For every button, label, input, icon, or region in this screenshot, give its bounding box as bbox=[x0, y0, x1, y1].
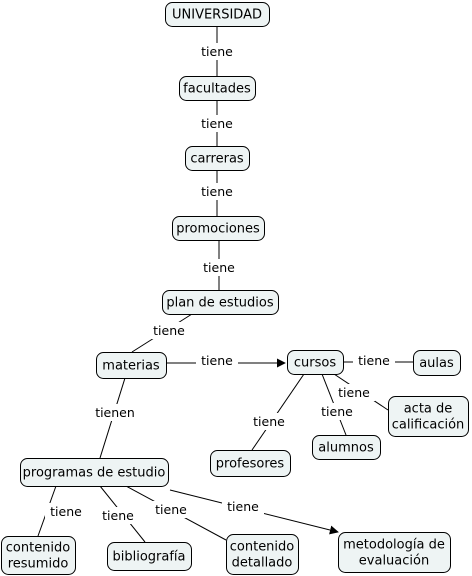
concept-label: facultades bbox=[183, 82, 251, 97]
concept-node-alumnos: alumnos bbox=[312, 435, 381, 460]
concept-label: materias bbox=[102, 359, 160, 374]
link-label: tiene bbox=[353, 352, 395, 369]
link-label-text: tiene bbox=[201, 44, 233, 59]
concept-label: alumnos bbox=[318, 441, 374, 456]
concept-label: programas de estudio bbox=[23, 466, 166, 481]
concept-node-plan-de-estudios: plan de estudios bbox=[162, 290, 279, 315]
concept-label: metodología de bbox=[343, 538, 445, 553]
concept-node-bibliografia: bibliografía bbox=[107, 542, 192, 571]
concept-label: aulas bbox=[419, 356, 454, 371]
link-label: tiene bbox=[97, 507, 139, 524]
link-label: tiene bbox=[198, 259, 240, 276]
link-label-text: tiene bbox=[253, 414, 285, 429]
concept-node-promociones: promociones bbox=[172, 216, 265, 241]
link-label-text: tiene bbox=[153, 323, 185, 338]
concept-node-materias: materias bbox=[96, 352, 167, 379]
link-cursos-to-profesores bbox=[251, 373, 305, 451]
link-label: tiene bbox=[150, 501, 192, 518]
concept-label: evaluación bbox=[359, 554, 429, 569]
link-label-text: tiene bbox=[227, 499, 259, 514]
concept-label: plan de estudios bbox=[166, 296, 274, 311]
link-label: tienen bbox=[90, 404, 140, 421]
link-label-text: tiene bbox=[338, 385, 370, 400]
concept-label: promociones bbox=[176, 222, 260, 237]
concept-label: profesores bbox=[216, 457, 285, 472]
link-label-text: tiene bbox=[201, 116, 233, 131]
concept-label: cursos bbox=[294, 356, 336, 371]
link-label-text: tiene bbox=[201, 184, 233, 199]
link-label: tiene bbox=[196, 352, 238, 369]
link-label: tiene bbox=[196, 183, 238, 200]
link-label-text: tiene bbox=[102, 508, 134, 523]
link-label-text: tienen bbox=[95, 405, 135, 420]
concept-label: calificación bbox=[392, 418, 465, 433]
concept-label: resumido bbox=[8, 557, 69, 572]
link-label-text: tiene bbox=[203, 260, 235, 275]
concept-node-facultades: facultades bbox=[179, 76, 256, 101]
link-label: tiene bbox=[148, 322, 190, 339]
concept-label: contenido bbox=[6, 541, 71, 556]
concept-label: contenido bbox=[230, 540, 295, 555]
concept-node-cursos: cursos bbox=[287, 350, 344, 375]
concept-label: acta de bbox=[404, 402, 453, 417]
link-label-text: tiene bbox=[358, 353, 390, 368]
link-label-text: tiene bbox=[201, 353, 233, 368]
link-label-text: tiene bbox=[155, 502, 187, 517]
concept-node-universidad: UNIVERSIDAD bbox=[165, 2, 270, 27]
concept-node-profesores: profesores bbox=[210, 450, 291, 477]
link-label: tiene bbox=[248, 413, 290, 430]
concept-node-carreras: carreras bbox=[185, 146, 250, 171]
concept-label: carreras bbox=[190, 152, 244, 167]
concept-label: detallado bbox=[232, 556, 293, 571]
link-label-text: tiene bbox=[321, 404, 353, 419]
link-label-text: tiene bbox=[50, 504, 82, 519]
link-label: tiene bbox=[222, 498, 264, 515]
concept-node-aulas: aulas bbox=[413, 350, 461, 376]
link-label: tiene bbox=[333, 384, 375, 401]
link-label: tiene bbox=[196, 43, 238, 60]
concept-label: bibliografía bbox=[112, 550, 185, 565]
link-label: tiene bbox=[316, 403, 358, 420]
concept-node-programas-de-estudio: programas de estudio bbox=[20, 458, 169, 487]
concept-label: UNIVERSIDAD bbox=[172, 8, 262, 23]
link-label: tiene bbox=[45, 503, 87, 520]
link-label: tiene bbox=[196, 115, 238, 132]
